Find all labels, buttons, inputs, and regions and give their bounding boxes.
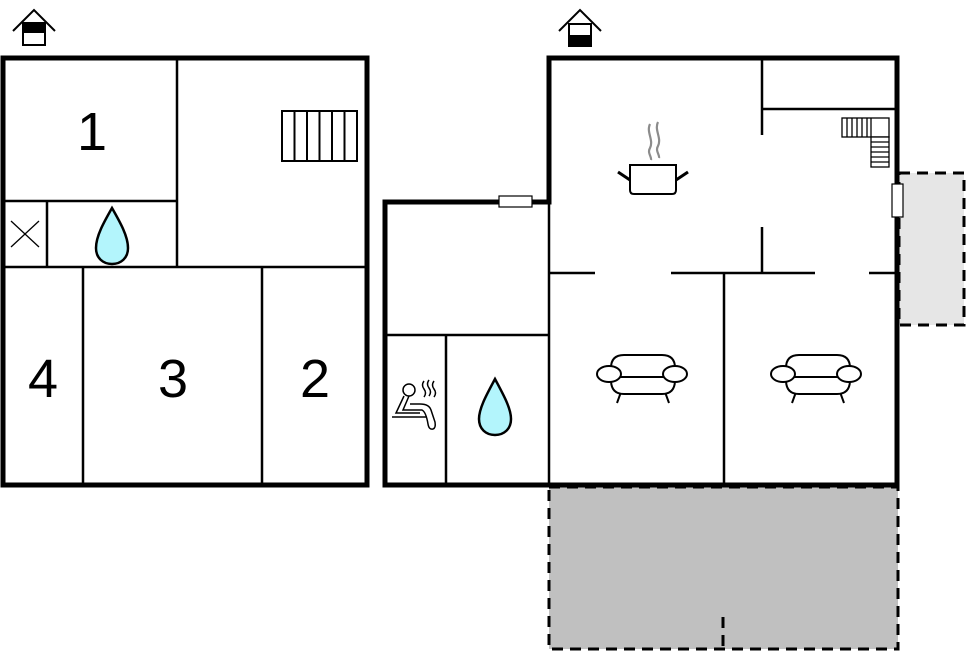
sofa-icon	[596, 354, 688, 404]
cooking-pot-icon	[617, 121, 689, 195]
ground-floor	[382, 8, 966, 651]
upper-floor-house-icon	[12, 8, 56, 46]
water-drop-icon	[477, 376, 513, 437]
sauna-icon	[392, 379, 437, 430]
room-label-4: 4	[28, 349, 58, 409]
staircase-icon	[281, 110, 358, 162]
staircase-icon	[841, 117, 890, 168]
upper-floor-interior-walls	[3, 58, 367, 485]
room-label-3: 3	[158, 349, 188, 409]
ground-floor-outer-wall	[382, 55, 900, 488]
terrace-side	[897, 171, 966, 327]
sofa-icon	[770, 354, 862, 404]
window-right	[891, 183, 904, 218]
window-top	[498, 195, 533, 208]
ground-floor-house-icon	[558, 8, 602, 47]
ground-floor-interior-walls	[385, 58, 897, 485]
upper-floor: 1 2 3 4	[0, 8, 370, 488]
cross-icon	[10, 220, 40, 248]
room-label-2: 2	[300, 349, 330, 409]
water-drop-icon	[94, 205, 130, 266]
room-label-1: 1	[77, 102, 107, 162]
